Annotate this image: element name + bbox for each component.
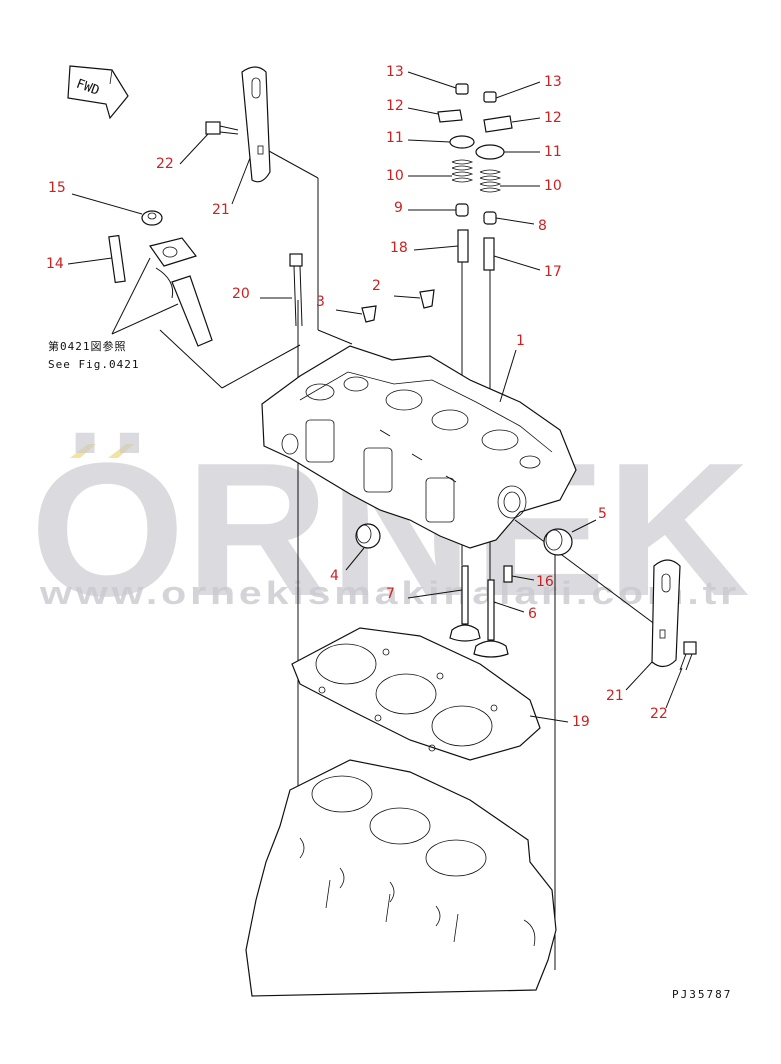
callout-4: 4 [330,568,339,584]
plug-parts [361,289,435,323]
lifting-bracket-top [241,66,271,183]
callout-2: 2 [372,278,381,294]
callout-10-left: 10 [386,168,404,184]
callout-12-left: 12 [386,98,404,114]
callout-5: 5 [598,506,607,522]
callout-21-bottom: 21 [606,688,624,704]
see-fig-japanese: 第0421図参照 [48,339,127,353]
lifting-bracket-bottom [651,559,697,671]
watermark-url: www.ornekismakinalari.com.tr [39,575,740,611]
watermark-accent-left [70,444,96,458]
cylinder-block [245,759,557,997]
injector-assembly [108,210,213,347]
valve-train [437,83,513,271]
callout-leaders [67,71,683,723]
callout-11-right: 11 [544,144,562,160]
callout-1: 1 [516,333,525,349]
callout-8: 8 [538,218,547,234]
callout-13-left: 13 [386,64,404,80]
bolt-top [205,121,239,135]
drawing-code: PJ35787 [672,988,732,1001]
callout-22-top: 22 [156,156,174,172]
valves [449,565,513,658]
callout-18: 18 [390,240,408,256]
callout-labels: 1 2 3 4 5 6 7 8 9 10 10 11 11 12 12 13 1… [46,64,668,730]
callout-6: 6 [528,606,537,622]
watermark-accent-right [108,444,134,458]
callout-10-right: 10 [544,178,562,194]
callout-19: 19 [572,714,590,730]
head-gasket [291,627,541,761]
callout-16: 16 [536,574,554,590]
callout-3: 3 [316,294,325,310]
callout-13-right: 13 [544,74,562,90]
callout-15: 15 [48,180,66,196]
callout-9: 9 [394,200,403,216]
expansion-plugs [355,523,573,556]
callout-14: 14 [46,256,64,272]
see-fig-english: See Fig.0421 [48,358,139,371]
cylinder-head [261,345,577,549]
reference-note: 第0421図参照 See Fig.0421 [48,339,139,371]
callout-22-bottom: 22 [650,706,668,722]
callout-21-top: 21 [212,202,230,218]
callout-7: 7 [386,586,395,602]
head-bolt [289,253,303,327]
callout-20: 20 [232,286,250,302]
callout-11-left: 11 [386,130,404,146]
fwd-arrow: FWD [67,65,129,120]
callout-17: 17 [544,264,562,280]
callout-12-right: 12 [544,110,562,126]
